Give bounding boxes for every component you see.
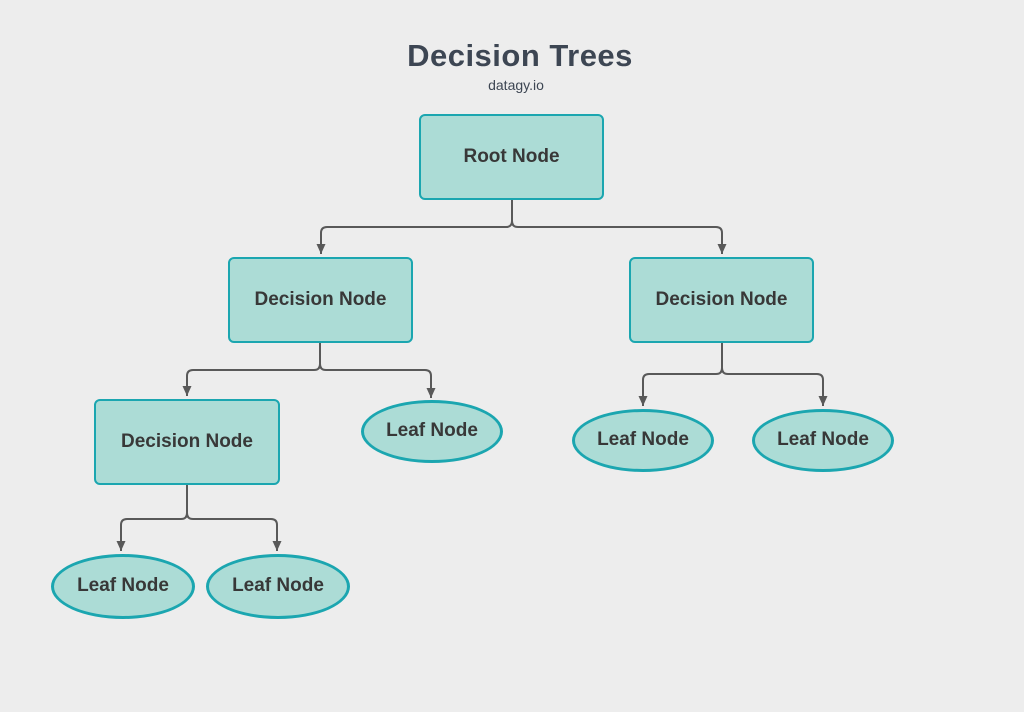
- root-node-box: Root Node: [419, 114, 604, 200]
- leaf-node-bottom-2-label: Leaf Node: [232, 575, 324, 597]
- decision-node-right-label: Decision Node: [655, 288, 788, 310]
- leaf-node-middle-label: Leaf Node: [386, 420, 478, 442]
- leaf-node-bottom-1-label: Leaf Node: [77, 575, 169, 597]
- leaf-node-bottom-1-ellipse: Leaf Node: [51, 554, 195, 619]
- connector-right-decision-to-leaf-1: [638, 342, 723, 406]
- root-node-label: Root Node: [463, 145, 560, 167]
- connector-right-decision-to-leaf-2: [721, 342, 828, 406]
- leaf-node-right-1-ellipse: Leaf Node: [572, 409, 714, 472]
- decision-node-left-box: Decision Node: [228, 257, 413, 343]
- diagram-subtitle: datagy.io: [488, 77, 544, 93]
- connector-decision-child-to-bottom-leaf-1: [116, 484, 188, 551]
- decision-node-right-box: Decision Node: [629, 257, 814, 343]
- leaf-node-bottom-2-ellipse: Leaf Node: [206, 554, 350, 619]
- connector-decision-child-to-bottom-leaf-2: [186, 484, 282, 551]
- diagram-title: Decision Trees: [407, 38, 633, 73]
- leaf-node-right-1-label: Leaf Node: [597, 429, 689, 451]
- decision-node-left-label: Decision Node: [254, 288, 387, 310]
- connector-root-to-right-decision: [511, 200, 727, 254]
- connector-root-to-left-decision: [316, 200, 513, 254]
- leaf-node-right-2-label: Leaf Node: [777, 429, 869, 451]
- leaf-node-middle-ellipse: Leaf Node: [361, 400, 503, 463]
- connector-left-decision-to-decision-child: [182, 342, 321, 396]
- leaf-node-right-2-ellipse: Leaf Node: [752, 409, 894, 472]
- connector-left-decision-to-middle-leaf: [319, 342, 436, 398]
- decision-node-left-child-box: Decision Node: [94, 399, 280, 485]
- decision-node-left-child-label: Decision Node: [121, 430, 253, 452]
